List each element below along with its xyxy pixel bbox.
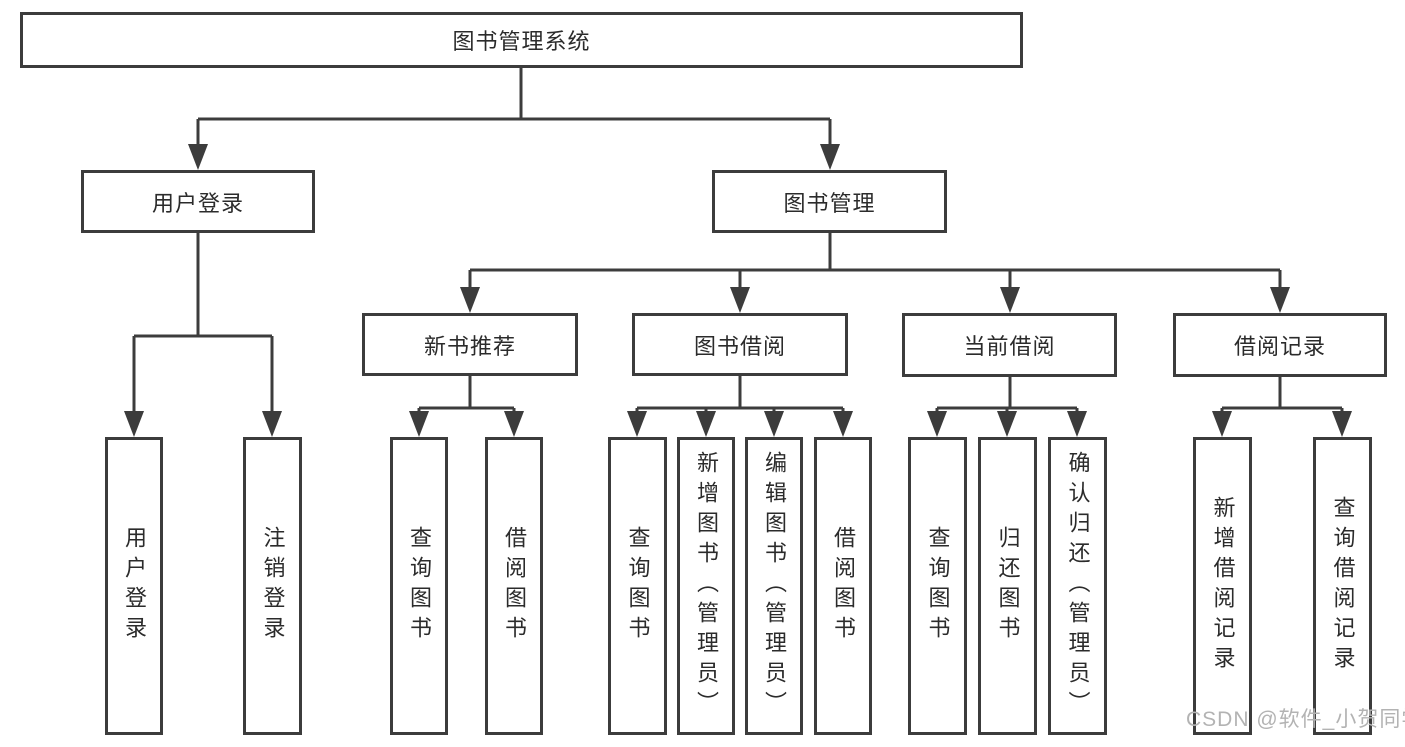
- connector-current-borrow-children: [927, 377, 1087, 437]
- connector-root-to-level2: [188, 68, 840, 170]
- node-user-login: 用户登录: [81, 170, 315, 233]
- arrow-down-icon: [124, 411, 144, 437]
- node-borrow-records: 借阅记录: [1173, 313, 1387, 377]
- leaf-bb-edit-books-admin: 编辑图书（管理员）: [745, 437, 803, 735]
- connector-book-borrow-children: [627, 376, 853, 437]
- leaf-user-login: 用户登录: [105, 437, 163, 735]
- node-current-borrow: 当前借阅: [902, 313, 1117, 377]
- connector-user-login-children: [124, 232, 282, 437]
- leaf-cb-query-books: 查询图书: [908, 437, 967, 735]
- arrow-down-icon: [927, 411, 947, 437]
- arrow-down-icon: [1212, 411, 1232, 437]
- node-root: 图书管理系统: [20, 12, 1023, 68]
- node-new-book-recommend: 新书推荐: [362, 313, 578, 376]
- arrow-down-icon: [1270, 287, 1290, 313]
- connector-book-management-children: [460, 233, 1290, 313]
- leaf-bb-borrow-books: 借阅图书: [814, 437, 872, 735]
- arrow-down-icon: [504, 411, 524, 437]
- arrow-down-icon: [1067, 411, 1087, 437]
- connector-borrow-records-children: [1212, 377, 1352, 437]
- arrow-down-icon: [833, 411, 853, 437]
- connector-new-book-recommend-children: [409, 376, 524, 437]
- arrow-down-icon: [764, 411, 784, 437]
- leaf-cb-confirm-return-admin: 确认归还（管理员）: [1048, 437, 1107, 735]
- leaf-br-add-record: 新增借阅记录: [1193, 437, 1252, 735]
- arrow-down-icon: [696, 411, 716, 437]
- arrow-down-icon: [997, 411, 1017, 437]
- arrow-down-icon: [262, 411, 282, 437]
- leaf-logout-login: 注销登录: [243, 437, 302, 735]
- arrow-down-icon: [627, 411, 647, 437]
- leaf-bb-query-books: 查询图书: [608, 437, 667, 735]
- arrow-down-icon: [820, 144, 840, 170]
- arrow-down-icon: [1000, 287, 1020, 313]
- leaf-bb-add-books-admin: 新增图书（管理员）: [677, 437, 735, 735]
- watermark: CSDN @软件_小贺同学: [1186, 708, 1405, 731]
- arrow-down-icon: [1332, 411, 1352, 437]
- leaf-cb-return-books: 归还图书: [978, 437, 1037, 735]
- leaf-br-query-record: 查询借阅记录: [1313, 437, 1372, 735]
- leaf-nb-query-books: 查询图书: [390, 437, 448, 735]
- arrow-down-icon: [460, 287, 480, 313]
- arrow-down-icon: [409, 411, 429, 437]
- leaf-nb-borrow-books: 借阅图书: [485, 437, 543, 735]
- arrow-down-icon: [188, 144, 208, 170]
- arrow-down-icon: [730, 287, 750, 313]
- node-book-management: 图书管理: [712, 170, 947, 233]
- node-book-borrow: 图书借阅: [632, 313, 848, 376]
